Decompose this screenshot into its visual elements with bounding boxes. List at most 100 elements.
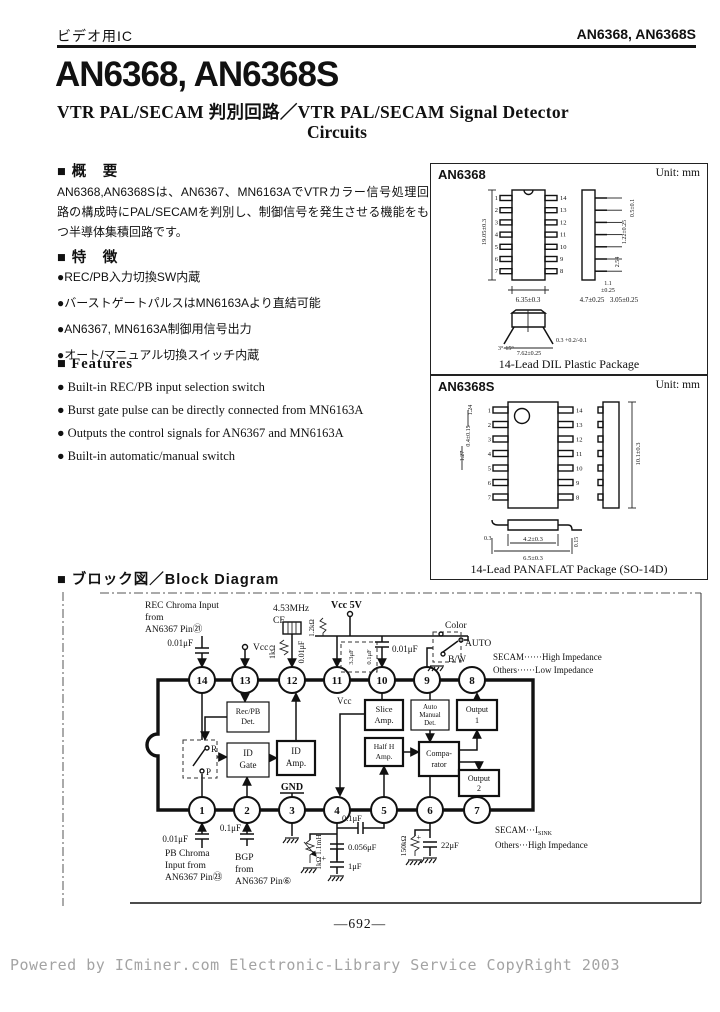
svg-text:4: 4	[495, 232, 499, 239]
svg-text:Half H: Half H	[374, 742, 395, 751]
svg-text:10: 10	[560, 244, 567, 251]
package-name: AN6368	[438, 167, 486, 182]
svg-text:rator: rator	[431, 760, 446, 769]
svg-text:Compa-: Compa-	[426, 749, 452, 758]
switch-auto-label: AUTO	[465, 639, 491, 649]
svg-text:Det.: Det.	[241, 717, 255, 726]
feature-en-item: ● Built-in REC/PB input selection switch	[57, 380, 265, 394]
svg-text:14: 14	[576, 408, 583, 415]
svg-text:13: 13	[560, 207, 567, 214]
svg-text:6: 6	[488, 480, 492, 487]
vcc13-label: Vcc	[253, 643, 268, 653]
secam-note-bottom1: SECAM···ISINK	[495, 825, 553, 837]
feature-en-item: ● Built-in automatic/manual switch	[57, 449, 236, 463]
svg-text:CF: CF	[273, 616, 285, 626]
dim-seat: 1.1	[604, 281, 612, 287]
c056-label: 0.056μF	[348, 842, 377, 852]
switch-bw-label: B/W	[448, 655, 466, 665]
dim-w2: 6.5±0.3	[523, 555, 543, 562]
r12k-label: 1.2kΩ	[308, 619, 316, 636]
r150k-label: 150kΩ	[399, 835, 408, 856]
feature-jp-item: ●AN6367, MN6163A制御用信号出力	[57, 322, 252, 336]
auto-switch	[432, 631, 462, 663]
secam-note-bottom2: Others···High Impedance	[495, 840, 588, 850]
features-jp-heading: ■ 特 徴	[57, 250, 119, 266]
svg-text:12: 12	[560, 219, 567, 226]
svg-text:Rec/PB: Rec/PB	[236, 707, 260, 716]
svg-text:12: 12	[576, 437, 583, 444]
svg-text:6: 6	[495, 256, 499, 263]
c45-label: 0.1μF	[342, 813, 362, 823]
cap1-label: 0.01μF	[162, 834, 188, 844]
svg-text:3: 3	[495, 219, 498, 226]
package-name: AN6368S	[438, 379, 495, 394]
vcc11-label: Vcc	[337, 696, 352, 706]
page-title: AN6368, AN6368S	[55, 55, 339, 94]
package-caption: 14-Lead DIL Plastic Package	[498, 357, 640, 371]
svg-text:ID: ID	[243, 748, 253, 758]
diagram-frame	[62, 592, 702, 906]
svg-text:1: 1	[488, 408, 491, 415]
dip-cross-section: 3°-15° 7.62±0.25 0.3 +0.2/-0.1	[498, 309, 587, 356]
svg-text:14: 14	[560, 195, 567, 202]
svg-text:8: 8	[560, 268, 563, 275]
dim-d1: 1.24	[468, 405, 474, 416]
c1u-label: 1μF	[348, 861, 362, 871]
so-pin-numbers: 1 2 3 4 5 6 7 14 13 12 11 10 9 8	[488, 408, 584, 502]
secam-note-top1: SECAM······High Impedance	[493, 652, 602, 662]
c33-label: 3.3μF	[348, 649, 355, 665]
svg-text:Det.: Det.	[424, 719, 436, 727]
svg-text:14: 14	[197, 675, 209, 687]
unit-label: Unit: mm	[655, 379, 700, 391]
svg-text:3: 3	[289, 805, 295, 817]
svg-text:5: 5	[381, 805, 387, 817]
cf-label: 4.53MHz	[273, 604, 309, 614]
svg-text:4: 4	[488, 451, 492, 458]
svg-text:P: P	[206, 767, 211, 777]
overview-body: AN6368,AN6368Sは、AN6367、MN6163AでVTRカラー信号処…	[57, 185, 429, 239]
dim-body-height: 19.05±0.3	[481, 219, 488, 245]
so-front-view: 1 2 3 4 5 6 7 14 13 12 11 10 9 8 1.24 0.…	[460, 401, 584, 509]
svg-text:9: 9	[560, 256, 563, 263]
half-h-amp-block	[363, 736, 405, 768]
dim-t2: 0.15	[574, 537, 580, 548]
rec-input-label: REC Chroma Input	[145, 601, 219, 611]
svg-text:9: 9	[576, 480, 579, 487]
rec-pb-det-block	[226, 701, 270, 733]
cap14-label: 0.01μF	[167, 638, 193, 648]
features-jp-list: ●REC/PB入力切換SW内蔵 ●バーストゲートパルスはMN6163Aより直結可…	[57, 268, 429, 372]
id-amp-block	[275, 739, 317, 777]
svg-text:3: 3	[488, 437, 491, 444]
svg-text:7: 7	[474, 805, 480, 817]
block-diagram: Rec/PB Det. R P ID Gate ID Amp. Slice Am…	[62, 592, 702, 906]
svg-text:+: +	[321, 854, 326, 863]
svg-text:2: 2	[244, 805, 250, 817]
bottom-external: 0.01μF PB Chroma Input from AN6367 Pin㉓ …	[162, 813, 587, 887]
internal-wires	[200, 692, 484, 797]
svg-text:Gate: Gate	[240, 760, 257, 770]
gnd-label: GND	[281, 782, 303, 793]
dim-row: 7.62±0.25	[517, 351, 541, 356]
dip-front-view: 1 2 3 4 5 6 7 14 13 12 11 10 9 8	[481, 189, 567, 304]
feature-en-item: ● Outputs the control signals for AN6367…	[57, 426, 344, 440]
svg-text:10: 10	[576, 466, 583, 473]
comparator-block	[417, 740, 461, 778]
unit-label: Unit: mm	[655, 167, 700, 179]
svg-text:5: 5	[488, 466, 491, 473]
svg-text:7: 7	[495, 268, 499, 275]
svg-text:8: 8	[469, 675, 475, 687]
svg-text:13: 13	[576, 422, 583, 429]
watermark-footer: Powered by ICminer.com Electronic-Librar…	[10, 956, 620, 974]
slice-amp-block	[363, 698, 405, 732]
dim-d2: 0.4±0.15	[466, 425, 472, 446]
dim-side2: 3.05±0.25	[610, 296, 639, 304]
c12-label: 0.01μF	[297, 640, 306, 663]
subtitle-line1: VTR PAL/SECAM 判別回路／VTR PAL/SECAM Signal …	[57, 102, 569, 122]
so-package-drawing: 1 2 3 4 5 6 7 14 13 12 11 10 9 8 1.24 0.…	[460, 401, 642, 562]
svg-text:Input from: Input from	[165, 860, 207, 871]
output1-block	[455, 698, 499, 732]
svg-text:ID: ID	[291, 746, 301, 756]
dim-w1: 4.2±0.3	[523, 536, 543, 543]
svg-text:10: 10	[377, 675, 389, 687]
